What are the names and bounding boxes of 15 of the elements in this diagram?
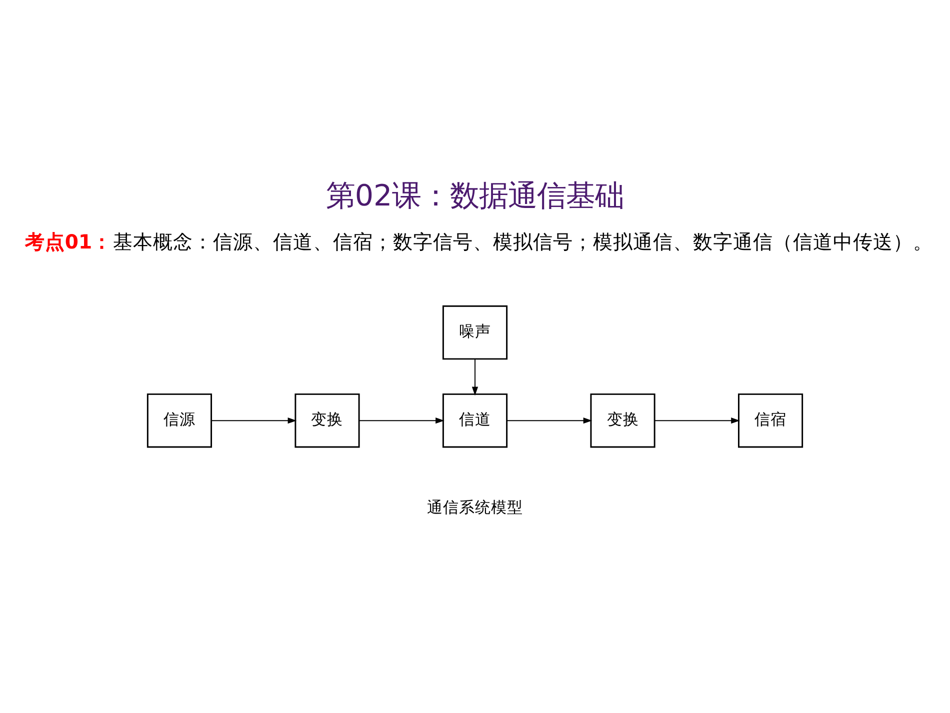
arrow <box>211 418 297 424</box>
arrow <box>358 418 444 424</box>
node-box: 变换 <box>294 393 360 448</box>
label: 考点01： <box>24 230 112 254</box>
node-box: 信源 <box>146 393 212 448</box>
node-box: 信宿 <box>738 393 804 448</box>
diagram-title: 第02课：数据通信基础 <box>326 178 624 212</box>
arrow <box>472 358 478 396</box>
label: 基本概念：信源、信道、信宿；数字信号、模拟信号；模拟通信、数字通信（信道中传送）。 <box>112 230 933 254</box>
node-box: 信道 <box>442 393 508 448</box>
node-box: 噪声 <box>442 305 508 360</box>
arrow <box>506 418 592 424</box>
caption: 通信系统模型 <box>427 497 523 516</box>
node-box: 变换 <box>590 393 656 448</box>
arrow <box>654 418 740 424</box>
